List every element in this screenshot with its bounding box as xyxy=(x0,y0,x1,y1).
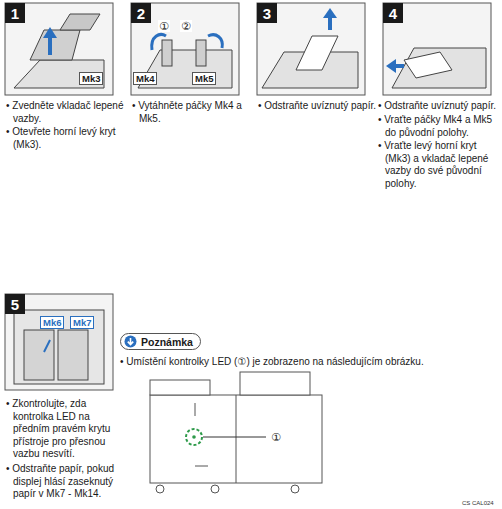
note-title: Poznámka xyxy=(141,336,193,348)
instruction: • Vraťte levý horní kryt (Mk3) a vkladač… xyxy=(378,140,499,190)
part-label: Mk3 xyxy=(79,72,103,85)
part-label: Mk5 xyxy=(192,72,216,85)
instruction: • Vytáhněte páčky Mk4 a Mk5. xyxy=(132,100,251,125)
step-number: 4 xyxy=(383,3,403,23)
note-text: • Umístění kontrolky LED (①) je zobrazen… xyxy=(120,356,499,369)
step-number: 1 xyxy=(5,3,25,23)
step-number: 3 xyxy=(257,3,277,23)
instruction: • Odstraňte uvíznutý papír. xyxy=(258,100,377,113)
part-label: Mk7 xyxy=(70,316,94,329)
step-label: 2 xyxy=(137,5,145,22)
step-number: 5 xyxy=(5,294,25,314)
step-label: 3 xyxy=(263,5,271,22)
note-icon xyxy=(124,335,137,348)
step-label: 1 xyxy=(11,5,19,22)
figure-code: CS CAL024 xyxy=(462,500,494,507)
instruction: • Zvedněte vkladač lepené vazby. xyxy=(6,100,127,125)
step-label: 4 xyxy=(389,5,397,22)
callout-number: ② xyxy=(180,20,192,32)
instruction: • Zkontrolujte, zda kontrolka LED na pře… xyxy=(6,398,121,461)
step-number: 2 xyxy=(131,3,151,23)
part-label: Mk6 xyxy=(40,316,64,329)
step-label: 5 xyxy=(11,296,19,313)
part-label: Mk4 xyxy=(133,72,157,85)
note-heading: Poznámka xyxy=(120,333,201,350)
callout-number: ① xyxy=(158,20,170,32)
instruction: • Odstraňte papír, pokud displej hlásí z… xyxy=(6,463,121,501)
instruction: • Vraťte páčky Mk4 a Mk5 do původní polo… xyxy=(378,114,499,139)
instruction: • Odstraňte uvíznutý papír. xyxy=(378,100,499,113)
callout-number: ① xyxy=(270,431,282,443)
instruction: • Otevřete horní levý kryt (Mk3). xyxy=(6,126,127,151)
